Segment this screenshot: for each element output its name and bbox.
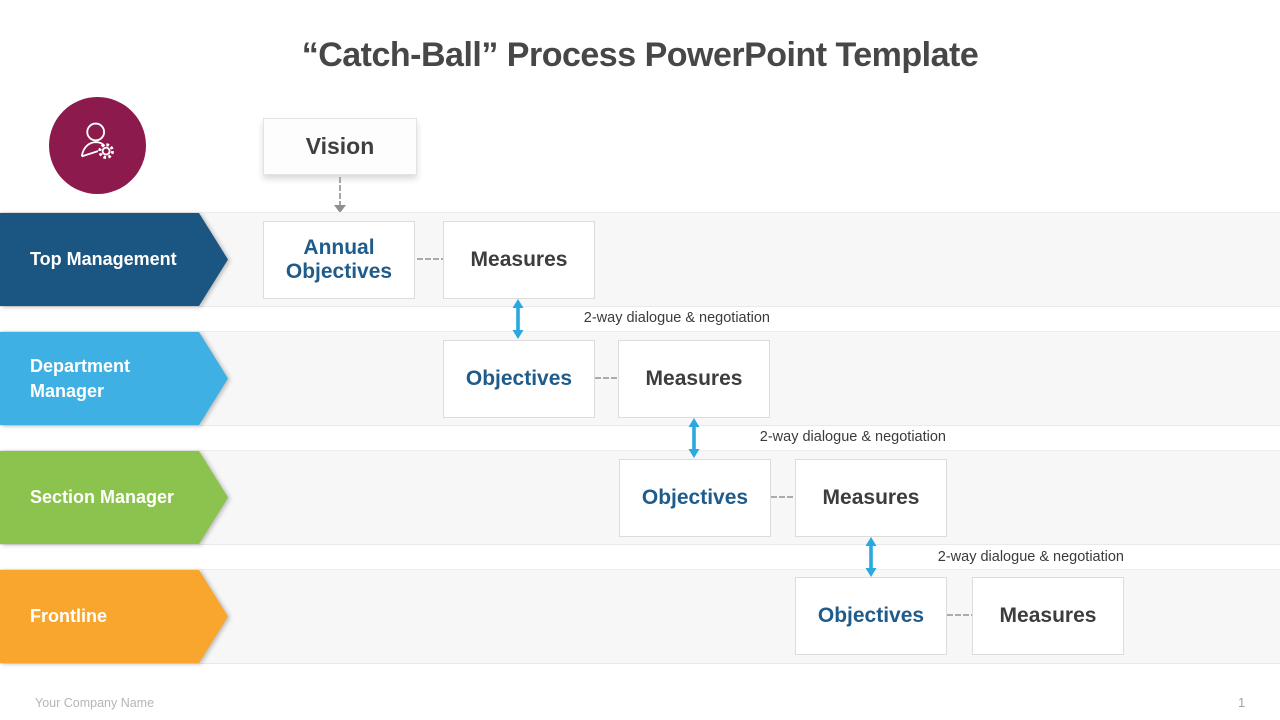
row-label-frontline: Frontline [30, 606, 107, 626]
dialogue-label-2: 2-way dialogue & negotiation [759, 429, 946, 445]
two-way-arrow-icon-3 [864, 537, 878, 577]
footer-page-number: 1 [1238, 695, 1246, 710]
measures-label: Measures [822, 486, 920, 509]
row-arrow-frontline[interactable]: Frontline [0, 570, 230, 663]
objectives-label: Objectives [641, 486, 749, 509]
vision-dashed-connector [339, 177, 341, 207]
vision-box[interactable]: Vision [263, 118, 417, 175]
measures-box-top-management[interactable]: Measures [443, 221, 595, 299]
vision-label: Vision [305, 133, 375, 159]
objectives-box-section-manager[interactable]: Objectives [619, 459, 771, 537]
annual-objectives-box[interactable]: Annual Objectives [263, 221, 415, 299]
dialogue-label-1: 2-way dialogue & negotiation [583, 310, 770, 326]
measures-label: Measures [645, 367, 743, 390]
row-label-section-manager: Section Manager [30, 487, 175, 507]
row-arrow-shape: Frontline [0, 570, 228, 663]
row-arrow-shape: Department Manager [0, 332, 228, 425]
measures-label: Measures [470, 248, 568, 271]
objectives-box-department-manager[interactable]: Objectives [443, 340, 595, 418]
person-gear-badge[interactable] [49, 97, 146, 194]
row-arrow-shape: Section Manager [0, 451, 228, 544]
measures-box-frontline[interactable]: Measures [972, 577, 1124, 655]
row-arrow-department-manager[interactable]: Department Manager [0, 332, 230, 425]
row-label-top-management: Top Management [30, 249, 177, 269]
objectives-label: Objectives [817, 604, 925, 627]
objectives-label: Objectives [465, 367, 573, 390]
measures-label: Measures [999, 604, 1097, 627]
annual-objectives-label: Annual Objectives [285, 236, 393, 283]
row-arrow-top-management[interactable]: Top Management [0, 213, 230, 306]
dialogue-label-3: 2-way dialogue & negotiation [937, 549, 1124, 565]
vision-connector-arrowhead-icon [334, 205, 346, 219]
row-arrow-shape: Top Management [0, 213, 228, 306]
person-gear-icon [69, 114, 127, 177]
measures-box-section-manager[interactable]: Measures [795, 459, 947, 537]
footer-company-name: Your Company Name [35, 696, 155, 710]
objectives-box-frontline[interactable]: Objectives [795, 577, 947, 655]
two-way-arrow-icon-1 [511, 299, 525, 339]
band-top-management: Top Management [0, 212, 1280, 307]
slide-title: “Catch-Ball” Process PowerPoint Template [301, 36, 979, 74]
row-label-department-manager: Department Manager [30, 355, 131, 401]
row-arrow-section-manager[interactable]: Section Manager [0, 451, 230, 544]
two-way-arrow-icon-2 [687, 418, 701, 458]
measures-box-department-manager[interactable]: Measures [618, 340, 770, 418]
